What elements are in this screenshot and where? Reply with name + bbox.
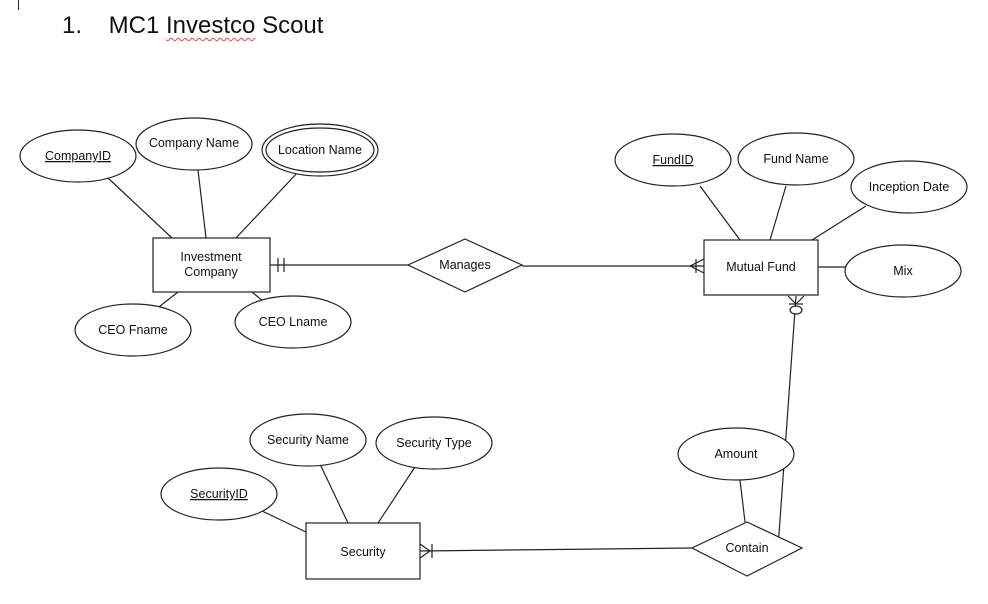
crowfoot-fund-bottom-a — [787, 295, 797, 305]
attribute-fundid: FundID — [614, 133, 732, 187]
entity-security-label: Security — [340, 545, 386, 559]
attribute-inception-date-label: Inception Date — [869, 180, 950, 194]
attribute-location-name: Location Name — [261, 123, 379, 177]
crowfoot-security-a — [419, 543, 431, 552]
entity-mutual-fund-label: Mutual Fund — [726, 260, 796, 274]
attribute-companyid: CompanyID — [19, 129, 137, 183]
attribute-ceo-lname-label: CEO Lname — [259, 315, 328, 329]
attribute-amount-label: Amount — [714, 447, 758, 461]
line-fundname — [769, 185, 787, 241]
line-fundid — [699, 185, 741, 241]
attribute-securityid: SecurityID — [160, 467, 278, 521]
line-inceptiondate — [811, 205, 867, 241]
line-locationname — [235, 171, 299, 239]
cardinality-marks — [277, 258, 805, 559]
heading-title-mc1: MC1 — [108, 12, 160, 39]
attribute-mix: Mix — [844, 244, 962, 298]
attribute-company-name-label: Company Name — [149, 136, 239, 150]
attribute-security-type: Security Type — [375, 416, 493, 470]
attribute-securityid-label: SecurityID — [190, 487, 248, 501]
line-securitytype — [377, 466, 416, 524]
attribute-ceo-fname: CEO Fname — [74, 303, 192, 357]
heading-title-scout: Scout — [262, 12, 324, 39]
attribute-location-name-label: Location Name — [278, 143, 362, 157]
attribute-inception-date: Inception Date — [850, 160, 968, 214]
crowfoot-security-b — [419, 550, 431, 559]
page-heading: 1. MC1 Investco Scout — [62, 12, 323, 40]
entity-security: Security — [305, 522, 421, 580]
line-fund-contain — [777, 295, 797, 549]
line-securityid — [259, 509, 307, 533]
entity-investment-company-line1: Investment — [180, 250, 242, 264]
heading-number: 1. — [62, 12, 83, 39]
attribute-mix-label: Mix — [893, 264, 913, 278]
relationship-manages-label: Manages — [439, 258, 490, 272]
relationship-contain-label: Contain — [725, 541, 768, 555]
line-companyid — [107, 177, 173, 239]
crowfoot-fund-b — [689, 265, 705, 274]
attribute-amount: Amount — [677, 427, 795, 481]
attribute-fundid-label: FundID — [653, 153, 694, 167]
entity-investment-company-line2: Company — [184, 265, 238, 279]
line-companyname — [197, 169, 207, 239]
attribute-security-name: Security Name — [249, 413, 367, 467]
text-cursor — [18, 0, 19, 10]
crowfoot-fund-bottom-b — [795, 295, 805, 305]
attribute-companyid-label: CompanyID — [45, 149, 111, 163]
attribute-ceo-lname: CEO Lname — [234, 295, 352, 349]
entity-investment-company: Investment Company — [152, 237, 271, 293]
relationship-manages: Manages — [406, 238, 524, 293]
heading-title-investco: Investco — [166, 12, 256, 39]
zero-mark-fund-bottom — [789, 305, 803, 315]
entity-mutual-fund: Mutual Fund — [703, 239, 819, 296]
attribute-company-name: Company Name — [135, 117, 253, 171]
line-amount — [739, 479, 746, 523]
line-securityname — [319, 463, 349, 524]
attribute-fund-name: Fund Name — [737, 132, 855, 186]
relationship-contain: Contain — [690, 521, 804, 577]
attribute-ceo-fname-label: CEO Fname — [98, 323, 168, 337]
line-contain-security — [419, 547, 693, 552]
attribute-security-type-label: Security Type — [396, 436, 472, 450]
attribute-fund-name-label: Fund Name — [763, 152, 828, 166]
connector-lines — [107, 169, 867, 552]
crowfoot-fund-a — [689, 258, 705, 267]
attribute-security-name-label: Security Name — [267, 433, 349, 447]
